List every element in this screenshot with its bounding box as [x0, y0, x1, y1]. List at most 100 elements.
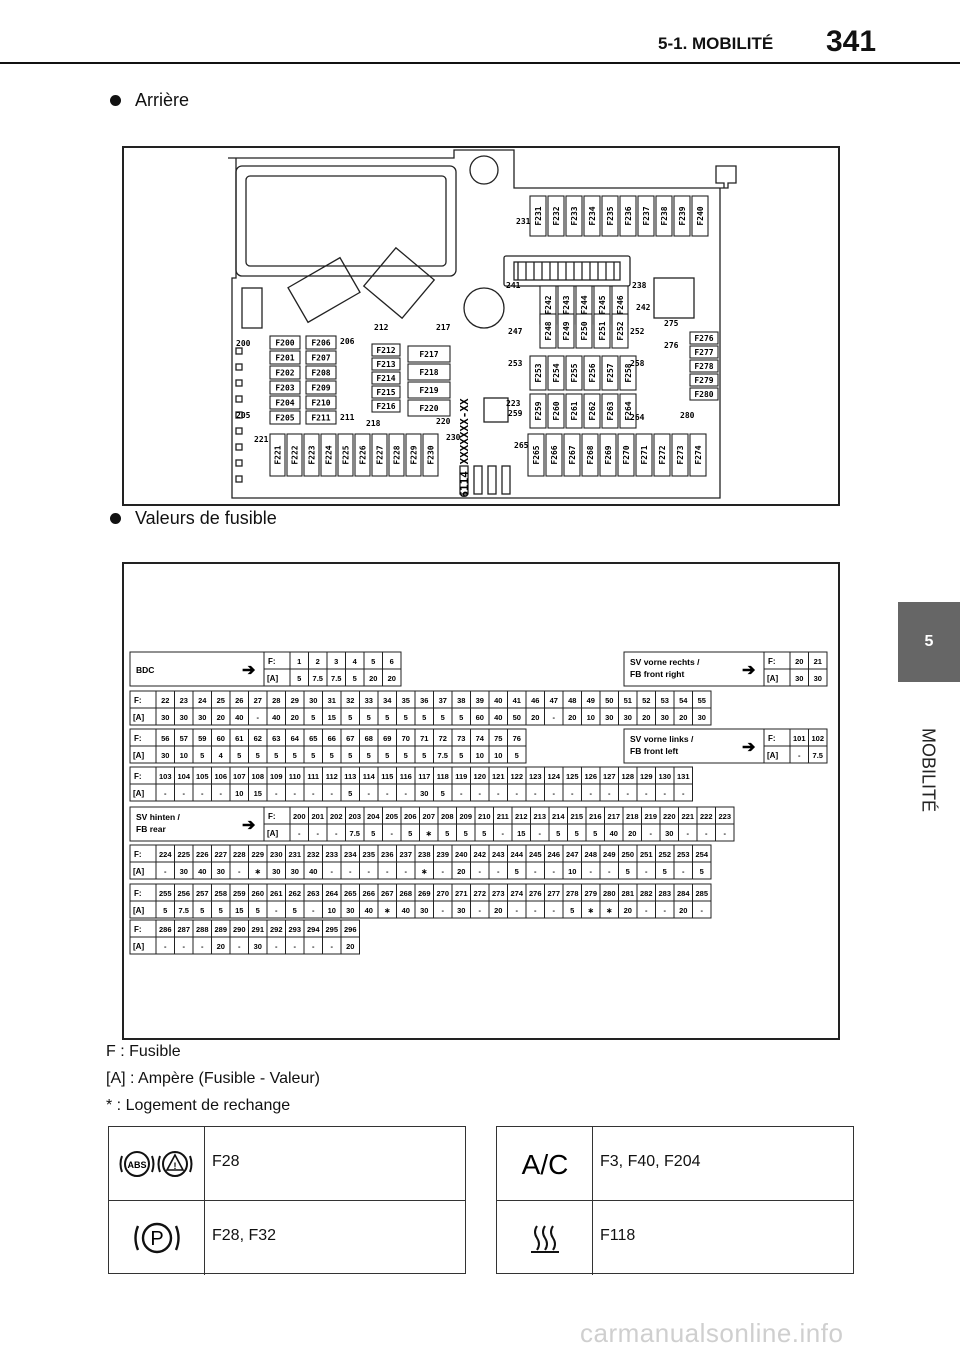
fuse-amp: 30 — [420, 789, 428, 798]
fuse-amp: 30 — [217, 867, 225, 876]
fuse-number: 20 — [795, 657, 803, 666]
fuse-amp: - — [294, 942, 297, 951]
svg-text:F228: F228 — [393, 445, 402, 464]
svg-text:F224: F224 — [325, 445, 334, 464]
fuse-number: 6 — [390, 657, 394, 666]
fuse-amp: - — [183, 789, 186, 798]
fuse-number: 292 — [270, 925, 283, 934]
fuse-amp: 7.5 — [179, 906, 189, 915]
slot-label: 247 — [508, 327, 523, 336]
fuse-amp: 50 — [513, 713, 521, 722]
fuse-slot: F229 — [405, 433, 422, 477]
fuse-amp: - — [701, 906, 704, 915]
svg-text:F253: F253 — [534, 363, 543, 382]
fuse-slot: F251 — [593, 313, 611, 349]
fuse-slot: F273 — [671, 433, 689, 477]
fuse-amp: - — [312, 789, 315, 798]
fuse-amp: - — [183, 942, 186, 951]
fuse-number: 229 — [251, 850, 264, 859]
chapter-tab[interactable]: 5 — [898, 602, 960, 682]
row-label-a: [A] — [133, 789, 144, 798]
row-label-a: [A] — [767, 751, 778, 760]
svg-text:F249: F249 — [562, 321, 571, 340]
svg-text:F263: F263 — [606, 401, 615, 420]
fuse-amp: - — [479, 789, 482, 798]
fuse-number: 104 — [177, 772, 190, 781]
fuse-amp: - — [502, 829, 505, 838]
fuse-amp: 5 — [482, 829, 486, 838]
svg-text:F248: F248 — [544, 321, 553, 340]
fuse-number: 1 — [297, 657, 301, 666]
fuse-amp: 7.5 — [331, 674, 341, 683]
fuse-amp: 40 — [610, 829, 618, 838]
fuse-number: 235 — [362, 850, 375, 859]
fuse-amp: 10 — [235, 789, 243, 798]
fuse-slot: F218 — [407, 363, 451, 381]
watermark: carmanualsonline.info — [580, 1318, 844, 1348]
fuse-number: 282 — [640, 889, 653, 898]
svg-text:F212: F212 — [376, 346, 395, 355]
fuse-amp: - — [201, 942, 204, 951]
slot-label: 242 — [636, 303, 651, 312]
row-label-a: [A] — [133, 751, 144, 760]
fuse-amp: 30 — [698, 713, 706, 722]
slot-label: 200 — [236, 339, 251, 348]
icon-row-text: F28, F32 — [212, 1227, 277, 1244]
fuse-amp: 5 — [256, 751, 260, 760]
fuse-number: 238 — [418, 850, 431, 859]
fuse-amp: 5 — [422, 751, 426, 760]
fuse-slot: F250 — [575, 313, 593, 349]
fuse-number: 201 — [311, 812, 324, 821]
fuse-slot: F226 — [354, 433, 371, 477]
fuse-number: 29 — [291, 696, 299, 705]
fuse-number: 278 — [566, 889, 579, 898]
fuse-number: 208 — [441, 812, 454, 821]
fuse-slot: F268 — [581, 433, 599, 477]
slot-label: 258 — [630, 359, 645, 368]
fuse-slot: F240 — [691, 195, 709, 237]
svg-text:F274: F274 — [694, 445, 703, 464]
fuse-amp: 5 — [404, 751, 408, 760]
fuse-slot: F209 — [305, 380, 337, 395]
block-title: BDC — [136, 665, 154, 675]
fuse-amp: 40 — [365, 906, 373, 915]
fuse-amp: 10 — [328, 906, 336, 915]
fuse-amp: 30 — [198, 713, 206, 722]
fuse-number: 39 — [476, 696, 484, 705]
fuse-number: 288 — [196, 925, 209, 934]
fuse-amp: 5 — [330, 751, 334, 760]
fuse-amp: - — [608, 867, 611, 876]
svg-text:F259: F259 — [534, 401, 543, 420]
fuse-number: 263 — [307, 889, 320, 898]
fuse-slot: F234 — [583, 195, 601, 237]
arrow-icon: ➔ — [742, 739, 756, 756]
fuse-amp: 5 — [371, 829, 375, 838]
fuse-number: 102 — [811, 734, 824, 743]
row-label-f: F: — [134, 925, 142, 934]
fuse-amp: 5 — [700, 867, 704, 876]
svg-text:F254: F254 — [552, 363, 561, 382]
fuse-amp: - — [608, 789, 611, 798]
fuse-amp: 30 — [346, 906, 354, 915]
svg-text:F271: F271 — [640, 445, 649, 464]
svg-text:!: ! — [173, 1161, 176, 1171]
svg-text:F277: F277 — [694, 348, 713, 357]
fuse-number: 232 — [307, 850, 320, 859]
fuse-number: 227 — [214, 850, 227, 859]
fuse-number: 239 — [436, 850, 449, 859]
slot-label: 217 — [436, 323, 451, 332]
fuse-number: 262 — [288, 889, 301, 898]
block-title: SV hinten / — [136, 812, 181, 822]
fuse-slot: F255 — [565, 355, 583, 391]
fuse-slot: F263 — [601, 393, 619, 429]
fuse-slot: F270 — [617, 433, 635, 477]
fuse-number: 204 — [367, 812, 380, 821]
fuse-amp: 5 — [459, 751, 463, 760]
fuse-amp: - — [460, 789, 463, 798]
fuse-amp: ∗ — [426, 829, 432, 838]
fuse-amp: 10 — [476, 751, 484, 760]
fuse-block: F:[A]25552567.525752585259152605261-2625… — [129, 883, 712, 919]
fuse-number: 52 — [642, 696, 650, 705]
fuse-number: 33 — [365, 696, 373, 705]
